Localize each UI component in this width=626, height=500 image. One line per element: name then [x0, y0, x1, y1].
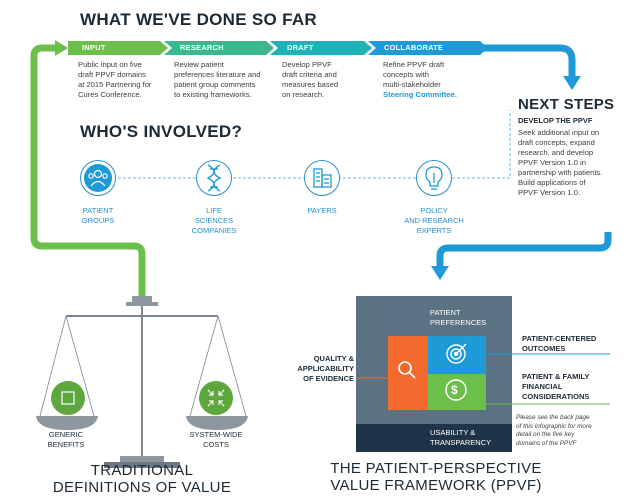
involved-title: WHO'S INVOLVED?	[80, 122, 243, 141]
generic-benefits-icon	[61, 391, 75, 405]
dna-icon	[206, 164, 222, 192]
ppvf-bottom-label: USABILITY &TRANSPARENCY	[430, 428, 492, 447]
dollar-circle	[445, 379, 467, 401]
ppvf-bottom-band	[356, 424, 512, 452]
green-arrowhead	[55, 40, 68, 56]
step-research-label: RESEARCH	[180, 43, 224, 52]
green-loop-arrow	[30, 44, 146, 300]
scale-base	[36, 296, 248, 468]
payers-label: PAYERS	[307, 206, 337, 215]
next-steps-title: NEXT STEPS	[518, 96, 615, 113]
involved-dashed-to-steps	[452, 110, 511, 179]
step-collaborate-chevron	[368, 41, 488, 55]
buildings-icon	[313, 168, 332, 188]
patient-groups-icon	[84, 164, 112, 192]
target-icon	[446, 343, 467, 364]
next-steps-subtitle: DEVELOP THE PPVF	[518, 116, 593, 125]
dollar-icon: $	[451, 383, 458, 397]
lightbulb-icon	[425, 166, 443, 190]
blue-top-arrowhead	[563, 76, 581, 90]
step-draft-chevron	[270, 41, 372, 55]
steering-committee-link: Steering Committee.	[383, 90, 457, 99]
blue-bottom-arrow	[436, 232, 612, 268]
policy-experts-circle	[416, 160, 452, 196]
compress-icon	[207, 389, 225, 407]
scale-icon	[39, 296, 247, 462]
blue-top-arrow	[484, 44, 576, 78]
step-research-chevron	[164, 41, 274, 55]
payers-circle	[304, 160, 340, 196]
step-input-label: INPUT	[82, 43, 106, 52]
page-title: WHAT WE'VE DONE SO FAR	[80, 10, 317, 29]
life-sciences-circle	[196, 160, 232, 196]
step-input-chevron	[68, 41, 168, 55]
step-collaborate-label: COLLABORATE	[384, 43, 444, 52]
steps-chevrons	[68, 41, 488, 55]
system-costs-circle	[199, 381, 233, 415]
patient-groups-circle	[80, 160, 116, 196]
magnifier-icon	[398, 361, 416, 379]
generic-benefits-circle	[51, 381, 85, 415]
blue-bottom-arrowhead	[431, 266, 449, 280]
step-draft-label: DRAFT	[287, 43, 314, 52]
